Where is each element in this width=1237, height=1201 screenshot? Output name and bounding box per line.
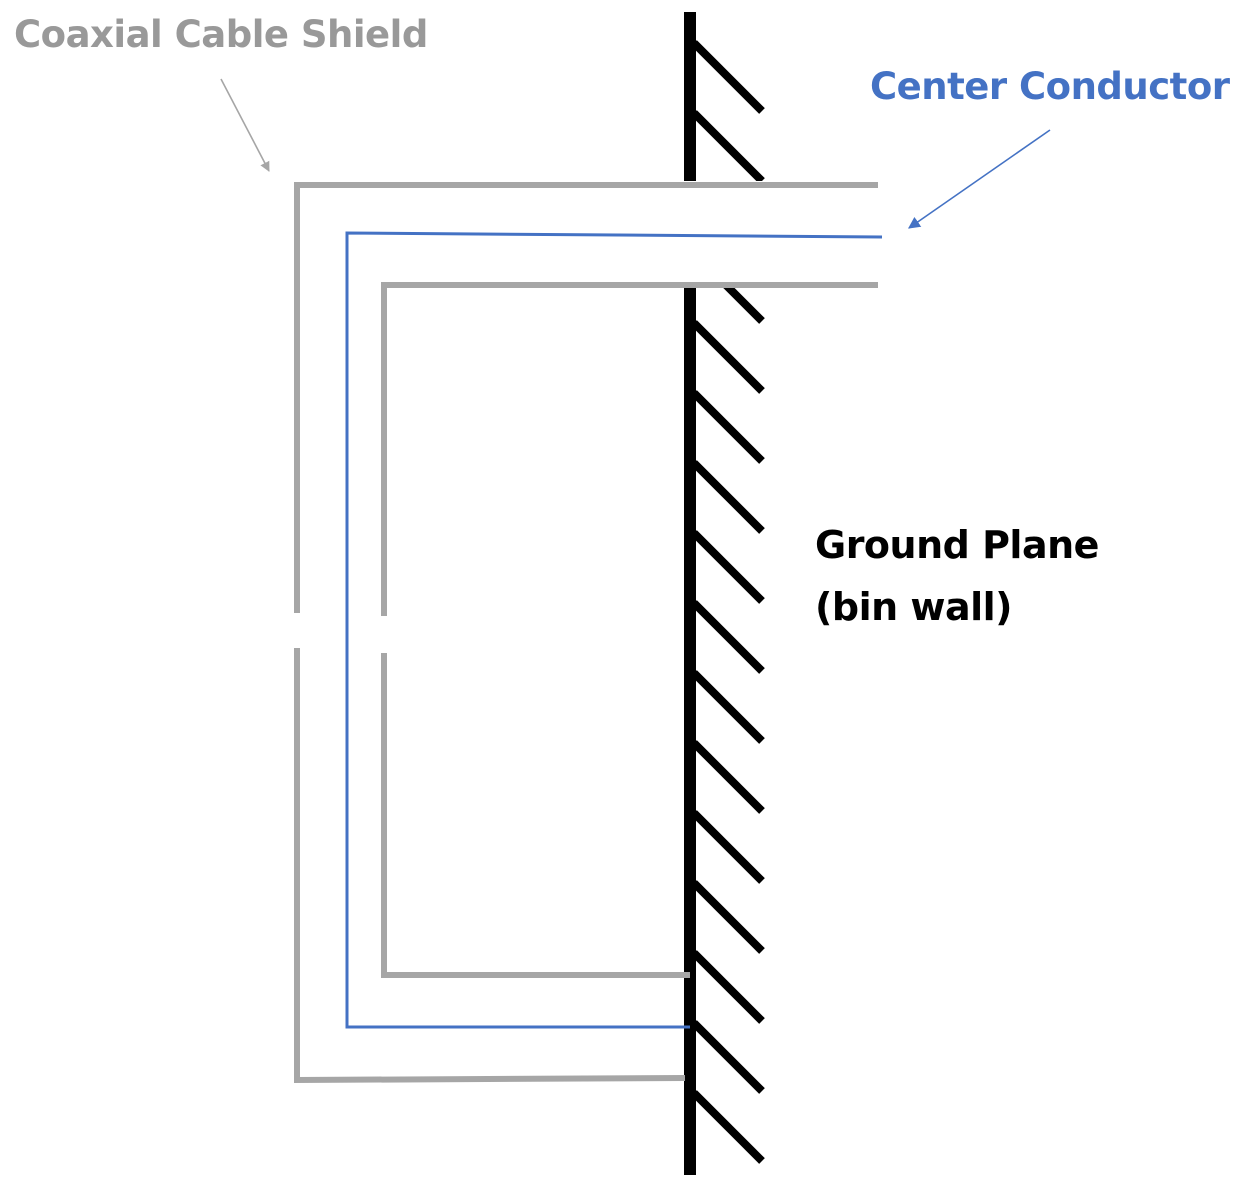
ground-plane-hatching: [691, 40, 765, 1164]
ground-plane-label-line2: (bin wall): [815, 585, 1013, 629]
hatch-mark: [691, 1020, 765, 1094]
shield-pointer-arrow: [220, 78, 270, 172]
hatch-mark: [691, 460, 765, 534]
coaxial-cable-shield-label: Coaxial Cable Shield: [14, 13, 428, 56]
hatch-mark: [691, 810, 765, 884]
cable-passthrough-gap: [682, 181, 772, 287]
hatch-mark: [691, 110, 765, 184]
hatch-mark: [691, 740, 765, 814]
ground-plane-label: Ground Plane (bin wall): [815, 514, 1099, 638]
hatch-mark: [691, 390, 765, 464]
shield-outer-bottom: [294, 648, 686, 1084]
hatch-mark: [691, 600, 765, 674]
ground-plane-label-line1: Ground Plane: [815, 523, 1099, 567]
center-conductor: [345, 231, 883, 1029]
hatch-mark: [691, 880, 765, 954]
hatch-mark: [691, 530, 765, 604]
hatch-mark: [691, 950, 765, 1024]
shield-inner-top: [381, 282, 878, 616]
hatch-mark: [691, 670, 765, 744]
shield-outer-top: [294, 182, 878, 613]
shield-inner-bottom: [381, 653, 690, 978]
conductor-pointer-arrow: [908, 129, 1051, 229]
hatch-mark: [691, 1090, 765, 1164]
hatch-mark: [691, 40, 765, 114]
hatch-mark: [691, 320, 765, 394]
coaxial-cable-shield: [294, 182, 878, 1084]
center-conductor-label: Center Conductor: [870, 65, 1230, 108]
